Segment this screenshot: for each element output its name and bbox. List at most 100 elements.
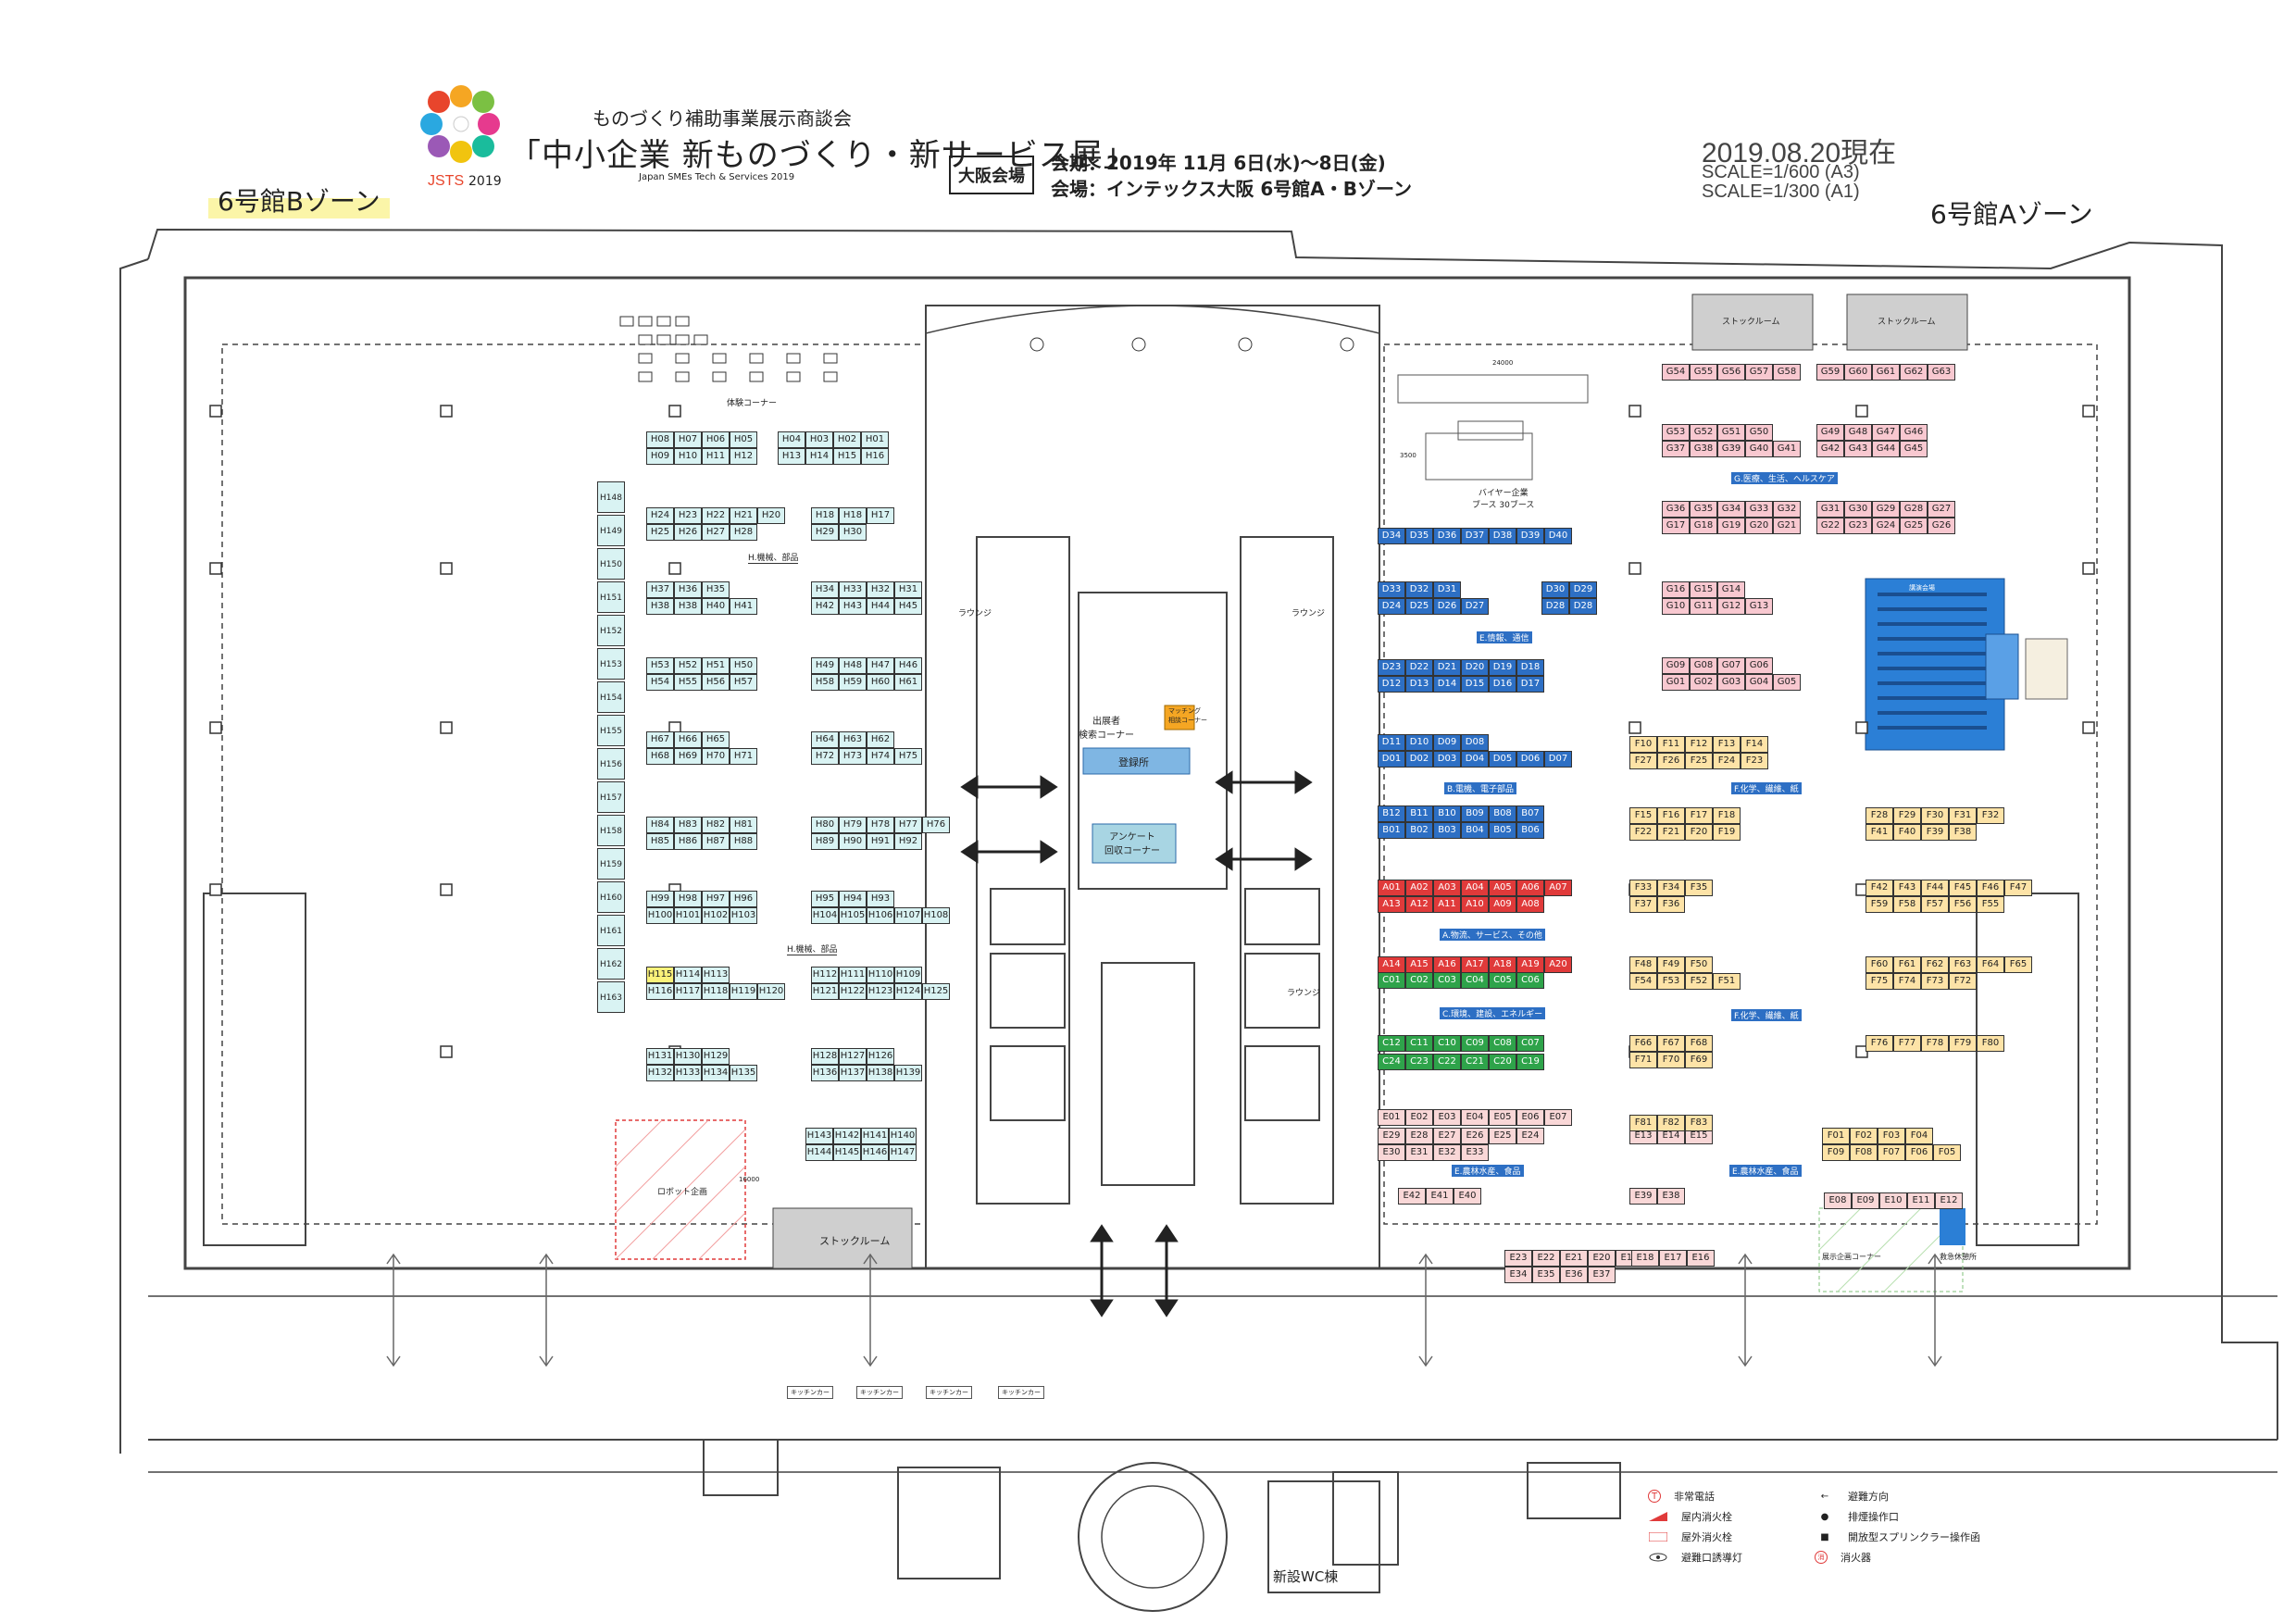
booth-e20[interactable]: E20: [1588, 1250, 1616, 1267]
booth-h95[interactable]: H95: [811, 891, 839, 907]
booth-a07[interactable]: A07: [1544, 880, 1572, 896]
booth-f57[interactable]: F57: [1921, 896, 1949, 913]
booth-f25[interactable]: F25: [1685, 753, 1713, 769]
booth-b09[interactable]: B09: [1461, 805, 1489, 822]
booth-e32[interactable]: E32: [1433, 1144, 1461, 1161]
booth-h104[interactable]: H104: [811, 907, 839, 924]
booth-h17[interactable]: H17: [867, 507, 894, 524]
booth-e39[interactable]: E39: [1629, 1188, 1657, 1205]
booth-f55[interactable]: F55: [1977, 896, 2004, 913]
booth-h91[interactable]: H91: [867, 833, 894, 850]
booth-f02[interactable]: F02: [1850, 1128, 1878, 1144]
booth-h99[interactable]: H99: [646, 891, 674, 907]
booth-h82[interactable]: H82: [702, 817, 730, 833]
booth-h107[interactable]: H107: [894, 907, 922, 924]
booth-c01[interactable]: C01: [1378, 972, 1405, 989]
booth-h77[interactable]: H77: [894, 817, 922, 833]
booth-h93[interactable]: H93: [867, 891, 894, 907]
booth-h09[interactable]: H09: [646, 448, 674, 465]
booth-h31[interactable]: H31: [894, 581, 922, 598]
booth-h96[interactable]: H96: [730, 891, 757, 907]
booth-e31[interactable]: E31: [1405, 1144, 1433, 1161]
booth-g04[interactable]: G04: [1745, 674, 1773, 691]
booth-g05[interactable]: G05: [1773, 674, 1801, 691]
booth-h84[interactable]: H84: [646, 817, 674, 833]
booth-h18[interactable]: H18: [811, 507, 839, 524]
booth-g44[interactable]: G44: [1872, 441, 1900, 457]
booth-f17[interactable]: F17: [1685, 807, 1713, 824]
booth-h138[interactable]: H138: [867, 1065, 894, 1081]
booth-h121[interactable]: H121: [811, 983, 839, 1000]
booth-g08[interactable]: G08: [1690, 657, 1717, 674]
booth-g01[interactable]: G01: [1662, 674, 1690, 691]
booth-h88[interactable]: H88: [730, 833, 757, 850]
booth-h80[interactable]: H80: [811, 817, 839, 833]
booth-h53[interactable]: H53: [646, 657, 674, 674]
booth-e10[interactable]: E10: [1879, 1192, 1907, 1209]
booth-h64[interactable]: H64: [811, 731, 839, 748]
booth-h144[interactable]: H144: [805, 1144, 833, 1161]
booth-c20[interactable]: C20: [1489, 1054, 1516, 1070]
booth-e05[interactable]: E05: [1489, 1109, 1516, 1126]
booth-h163[interactable]: H163: [597, 981, 625, 1013]
booth-h147[interactable]: H147: [889, 1144, 917, 1161]
booth-d14[interactable]: D14: [1433, 676, 1461, 693]
booth-h139[interactable]: H139: [894, 1065, 922, 1081]
booth-h108[interactable]: H108: [922, 907, 950, 924]
booth-h149[interactable]: H149: [597, 515, 625, 546]
booth-d28[interactable]: D28: [1569, 598, 1597, 615]
booth-b05[interactable]: B05: [1489, 822, 1516, 839]
booth-h117[interactable]: H117: [674, 983, 702, 1000]
booth-f52[interactable]: F52: [1685, 973, 1713, 990]
booth-h55[interactable]: H55: [674, 674, 702, 691]
booth-h33[interactable]: H33: [839, 581, 867, 598]
booth-h26[interactable]: H26: [674, 524, 702, 541]
booth-g03[interactable]: G03: [1717, 674, 1745, 691]
booth-h35[interactable]: H35: [702, 581, 730, 598]
booth-h142[interactable]: H142: [833, 1128, 861, 1144]
booth-h128[interactable]: H128: [811, 1048, 839, 1065]
booth-f05[interactable]: F05: [1933, 1144, 1961, 1161]
booth-h28[interactable]: H28: [730, 524, 757, 541]
booth-h119[interactable]: H119: [730, 983, 757, 1000]
booth-g35[interactable]: G35: [1690, 501, 1717, 518]
booth-d08[interactable]: D08: [1461, 734, 1489, 751]
booth-h105[interactable]: H105: [839, 907, 867, 924]
booth-f65[interactable]: F65: [2004, 956, 2032, 973]
booth-f10[interactable]: F10: [1629, 736, 1657, 753]
booth-h141[interactable]: H141: [861, 1128, 889, 1144]
booth-d11[interactable]: D11: [1378, 734, 1405, 751]
booth-e22[interactable]: E22: [1532, 1250, 1560, 1267]
booth-f46[interactable]: F46: [1977, 880, 2004, 896]
booth-g51[interactable]: G51: [1717, 424, 1745, 441]
booth-f19[interactable]: F19: [1713, 824, 1741, 841]
booth-b08[interactable]: B08: [1489, 805, 1516, 822]
booth-c05[interactable]: C05: [1489, 972, 1516, 989]
booth-g50[interactable]: G50: [1745, 424, 1773, 441]
booth-b10[interactable]: B10: [1433, 805, 1461, 822]
booth-f44[interactable]: F44: [1921, 880, 1949, 896]
booth-h06[interactable]: H06: [702, 431, 730, 448]
booth-h151[interactable]: H151: [597, 581, 625, 613]
booth-g33[interactable]: G33: [1745, 501, 1773, 518]
booth-h125[interactable]: H125: [922, 983, 950, 1000]
booth-h45[interactable]: H45: [894, 598, 922, 615]
booth-g22[interactable]: G22: [1816, 518, 1844, 534]
booth-h42[interactable]: H42: [811, 598, 839, 615]
booth-h153[interactable]: H153: [597, 648, 625, 680]
booth-c24[interactable]: C24: [1378, 1054, 1405, 1070]
booth-h158[interactable]: H158: [597, 815, 625, 846]
booth-d38[interactable]: D38: [1489, 528, 1516, 544]
booth-g57[interactable]: G57: [1745, 364, 1773, 381]
booth-d26[interactable]: D26: [1433, 598, 1461, 615]
booth-g18[interactable]: G18: [1690, 518, 1717, 534]
booth-h83[interactable]: H83: [674, 817, 702, 833]
booth-d27[interactable]: D27: [1461, 598, 1489, 615]
booth-g38[interactable]: G38: [1690, 441, 1717, 457]
booth-h106[interactable]: H106: [867, 907, 894, 924]
booth-h118[interactable]: H118: [702, 983, 730, 1000]
booth-d16[interactable]: D16: [1489, 676, 1516, 693]
booth-f43[interactable]: F43: [1893, 880, 1921, 896]
booth-f14[interactable]: F14: [1741, 736, 1768, 753]
booth-a06[interactable]: A06: [1516, 880, 1544, 896]
